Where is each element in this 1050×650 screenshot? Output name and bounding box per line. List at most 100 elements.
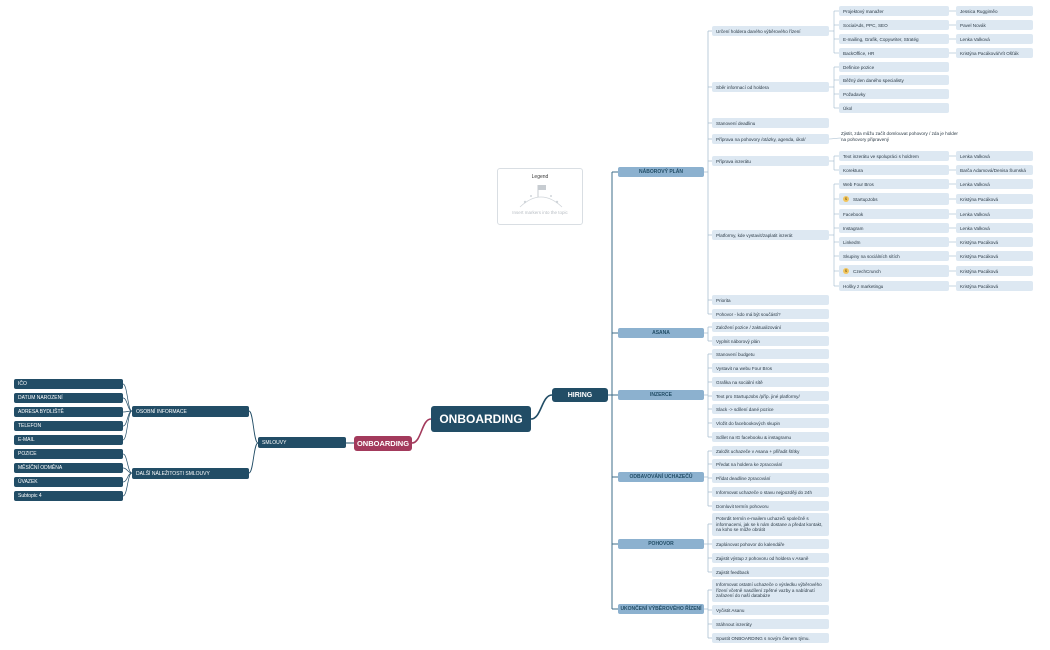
branch-asana[interactable]: ASANA <box>618 328 704 338</box>
leaf-holder-area[interactable]: SocialAds, PPC, SEO <box>839 20 949 30</box>
platform-name: Facebook <box>843 211 864 217</box>
left-topic-onboarding[interactable]: ONBOARDING <box>354 436 412 451</box>
leaf-odbavovani-item[interactable]: Předat na holdera ke zpracování <box>712 459 829 469</box>
leaf-sber-item[interactable]: Běžný den daného specialisty <box>839 75 949 85</box>
leaf-ukonceni-item[interactable]: Vyčistit Asanu <box>712 605 829 615</box>
leaf-mesicni-odmena[interactable]: MĚSÍČNÍ ODMĚNA <box>14 463 123 473</box>
leaf-priorita[interactable]: Priorita <box>712 295 829 305</box>
leaf-platforma[interactable]: $ CzechCrunch <box>839 265 949 277</box>
leaf-ukonceni-item[interactable]: Spustit ONBOARDING s novým členem týmu. <box>712 633 829 643</box>
topic-osobni-informace[interactable]: OSOBNÍ INFORMACE <box>132 406 249 417</box>
leaf-pohovor-item[interactable]: Potvrdit termín e-mailem uchazeči společ… <box>712 513 829 536</box>
leaf-platforma-person[interactable]: Kristýna Pacáková <box>956 237 1033 247</box>
leaf-inzerce-item[interactable]: Vystavit na webu Four Bros <box>712 363 829 373</box>
leaf-inzerat-task[interactable]: Text inzerátu ve spolupráci s holdrem <box>839 151 949 161</box>
leaf-holder-person[interactable]: Kristýna Pacáková/Vít Ošťák <box>956 48 1033 58</box>
topic-dalsi-nalezitosti[interactable]: DALŠÍ NÁLEŽITOSTI SMLOUVY <box>132 468 249 479</box>
branch-naborovy-plan[interactable]: NÁBOROVÝ PLÁN <box>618 167 704 177</box>
leaf-datum-narozeni[interactable]: DATUM NAROZENÍ <box>14 393 123 403</box>
leaf-pohovor-item[interactable]: Zajistit výstup z pohovoru od holdera v … <box>712 553 829 563</box>
leaf-odbavovani-item[interactable]: Informovat uchazeče o stavu nejpozději d… <box>712 487 829 497</box>
leaf-holder-person[interactable]: Lenka Valková <box>956 34 1033 44</box>
leaf-platforma-person[interactable]: Lenka Valková <box>956 179 1033 189</box>
leaf-platforma-person[interactable]: Kristýna Pacáková <box>956 266 1033 276</box>
flag-icon <box>519 185 563 208</box>
leaf-urceni-holdera[interactable]: Určení holdera daného výběrového řízení <box>712 26 829 36</box>
connector-line <box>530 394 553 420</box>
leaf-platforma[interactable]: Facebook <box>839 209 949 219</box>
leaf-pohovor-item[interactable]: Zaplánovat pohovor do kalendáře <box>712 539 829 549</box>
connector-line <box>122 397 133 412</box>
leaf-inzerce-item[interactable]: Vložit do facebookových skupin <box>712 418 829 428</box>
leaf-holder-area[interactable]: Projektový manažer <box>839 6 949 16</box>
leaf-odbavovani-item[interactable]: Domluvit termín pohovoru <box>712 501 829 511</box>
leaf-pohovor-item[interactable]: Zajistit feedback <box>712 567 829 577</box>
root-topic-onboarding[interactable]: ONBOARDING <box>431 406 531 432</box>
leaf-sber-item[interactable]: Požadavky <box>839 89 949 99</box>
leaf-ukonceni-item[interactable]: Informovat ostatní uchazeče o výsledku v… <box>712 579 829 602</box>
leaf-inzerce-item[interactable]: Grafika na sociální sítě <box>712 377 829 387</box>
connector-line <box>828 137 842 140</box>
platform-name: CzechCrunch <box>853 268 881 274</box>
leaf-platforma[interactable]: LinkedIn <box>839 237 949 247</box>
leaf-holder-person[interactable]: Pavel Novák <box>956 20 1033 30</box>
leaf-platforma-person[interactable]: Kristýna Pacáková <box>956 194 1033 204</box>
leaf-uvazek[interactable]: ÚVAZEK <box>14 477 123 487</box>
branch-ukonceni-vr[interactable]: UKONČENÍ VÝBĚROVÉHO ŘÍZENÍ <box>618 604 704 614</box>
platform-name: StartupJobs <box>853 196 878 202</box>
leaf-inzerat-person[interactable]: Lenka Valková <box>956 151 1033 161</box>
branch-pohovor[interactable]: POHOVOR <box>618 539 704 549</box>
leaf-pohovor-kdo[interactable]: Pohovor - kdo má být součástí? <box>712 309 829 319</box>
legend-panel[interactable]: Legend Insert markers into the topic <box>497 168 583 225</box>
leaf-platforma[interactable]: Instagram <box>839 223 949 233</box>
leaf-priprava-inzeratu[interactable]: Příprava inzerátu <box>712 156 829 166</box>
note-zjistit: Zjistit, zda můžu začít domlouvat pohovo… <box>841 131 958 142</box>
leaf-priprava-pohovory[interactable]: Příprava na pohovory /otázky, agenda, úk… <box>712 134 829 144</box>
topic-hiring[interactable]: HIRING <box>552 388 608 402</box>
connector-line <box>122 410 133 441</box>
leaf-inzerce-item[interactable]: Slack -> sdílení dané pozice <box>712 404 829 414</box>
leaf-inzerat-person[interactable]: Barča Adamová/Denisa Šumská <box>956 165 1033 175</box>
branch-inzerce[interactable]: INZERCE <box>618 390 704 400</box>
leaf-sber-informaci[interactable]: Sběr informací od holdera <box>712 82 829 92</box>
connector-line <box>411 418 432 444</box>
leaf-platforma[interactable]: $StartupJobs <box>839 193 949 205</box>
legend-title: Legend <box>531 174 549 180</box>
leaf-odbavovani-item[interactable]: Založit uchazeče v Asana + přiřadit štít… <box>712 446 829 456</box>
dollar-marker-icon: $ <box>843 268 849 274</box>
platform-name: Hošky z marketingu <box>843 283 884 289</box>
leaf-pozice[interactable]: POZICE <box>14 449 123 459</box>
leaf-stanoveni-deadlinu[interactable]: Stanovení deadlinu <box>712 118 829 128</box>
leaf-inzerat-task[interactable]: Korektura <box>839 165 949 175</box>
leaf-ico[interactable]: IČO <box>14 379 123 389</box>
topic-smlouvy[interactable]: SMLOUVY <box>258 437 346 448</box>
branch-odbavovani-uchazecu[interactable]: ODBAVOVÁNÍ UCHAZEČŮ <box>618 472 704 482</box>
leaf-inzerce-item[interactable]: Text pro StartupJobs /příp. jiné platfor… <box>712 391 829 401</box>
leaf-asana-item[interactable]: Vyplnit náborový plán <box>712 336 829 346</box>
leaf-sber-item[interactable]: Definice pozice <box>839 62 949 72</box>
leaf-sber-item[interactable]: Úkol <box>839 103 949 113</box>
leaf-platforma-person[interactable]: Lenka Valková <box>956 209 1033 219</box>
leaf-ukonceni-item[interactable]: Stáhnout inzeráty <box>712 619 829 629</box>
platform-name: Instagram <box>843 225 864 231</box>
leaf-telefon[interactable]: TELEFON <box>14 421 123 431</box>
leaf-holder-area[interactable]: E-mailing, Grafik, Copywriter, Stratég <box>839 34 949 44</box>
legend-hint: Insert markers into the topic <box>512 210 568 215</box>
leaf-holder-area[interactable]: BackOffice, HR <box>839 48 949 58</box>
leaf-adresa-bydliste[interactable]: ADRESA BYDLIŠTĚ <box>14 407 123 417</box>
leaf-email[interactable]: E-MAIL <box>14 435 123 445</box>
leaf-subtopic-4[interactable]: Subtopic 4 <box>14 491 123 501</box>
leaf-platforma[interactable]: Hošky z marketingu <box>839 281 949 291</box>
leaf-platformy[interactable]: Platformy, kde vystavit/zaplatit inzerát <box>712 230 829 240</box>
leaf-platforma-person[interactable]: Kristýna Pacáková <box>956 281 1033 291</box>
leaf-platforma[interactable]: Web Four Bros <box>839 179 949 189</box>
leaf-platforma-person[interactable]: Kristýna Pacáková <box>956 251 1033 261</box>
leaf-odbavovani-item[interactable]: Přidat deadline zpracování <box>712 473 829 483</box>
leaf-platforma[interactable]: Skupiny na sociálních sítích <box>839 251 949 261</box>
leaf-asana-item[interactable]: Založení pozice / zaktualizování <box>712 322 829 332</box>
leaf-inzerce-item[interactable]: Stanovení budgetu <box>712 349 829 359</box>
leaf-platforma-person[interactable]: Lenka Valková <box>956 223 1033 233</box>
leaf-inzerce-item[interactable]: Sdílet na IG facebooku & instagramu <box>712 432 829 442</box>
leaf-holder-person[interactable]: Jessica Ruggiměo <box>956 6 1033 16</box>
connector-line <box>248 410 259 444</box>
